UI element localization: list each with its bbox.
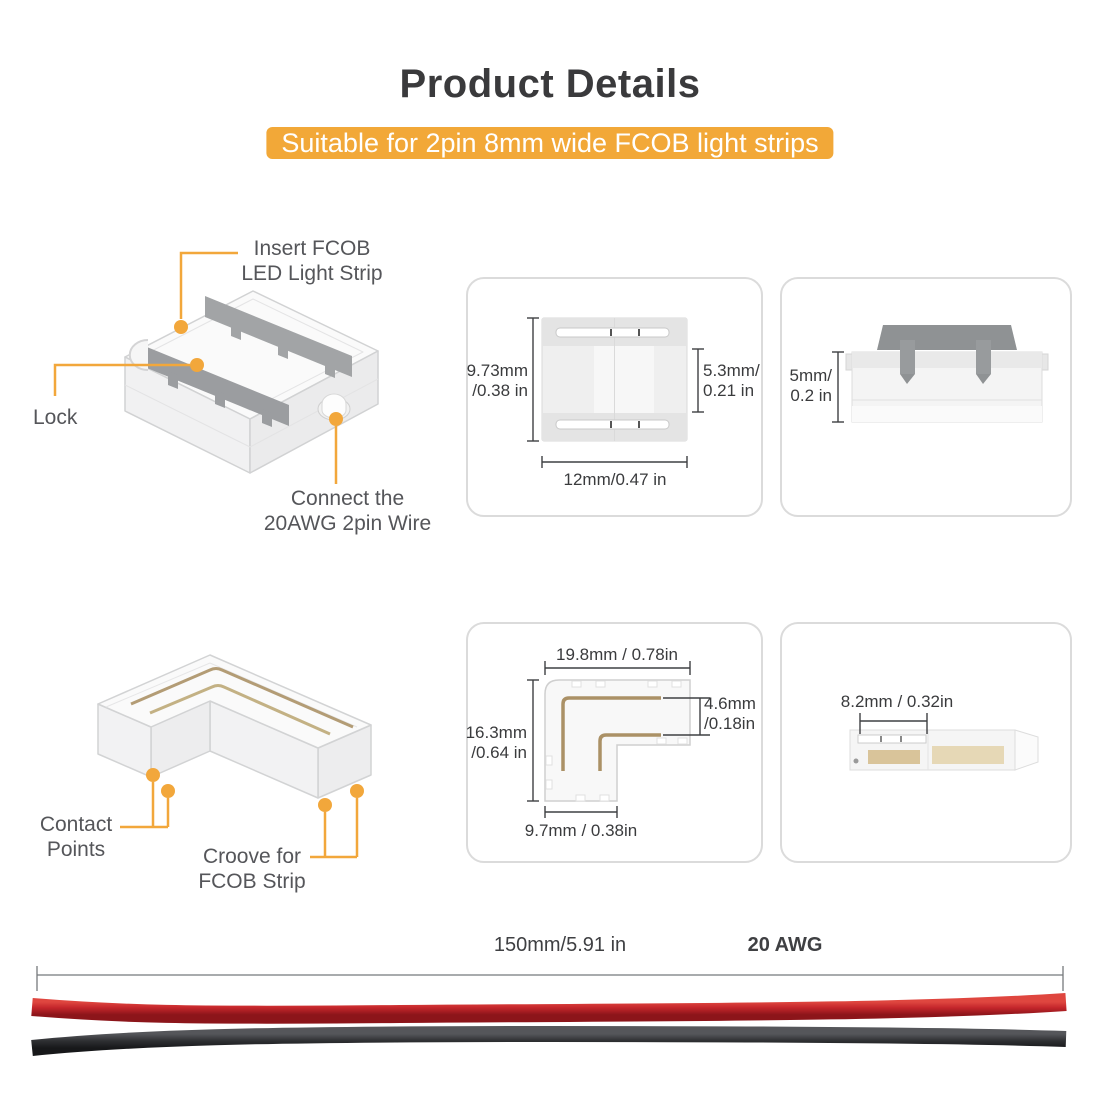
corner-side-width-dimension: 8.2mm / 0.32in [840, 692, 954, 711]
black-wire [31, 1025, 1067, 1056]
strip-top-view-drawing [541, 317, 688, 442]
lock-tab [128, 339, 149, 371]
contact-points-label: Contact Points [39, 813, 113, 861]
wire-length-dimension-line [36, 966, 1064, 991]
metal-clip-side [877, 325, 1017, 384]
corner-side-view-drawing [849, 729, 1039, 771]
strip-height-dimension: 9.73mm /0.38 in [466, 361, 528, 400]
connect-wire-label: Connect the 20AWG 2pin Wire [263, 487, 432, 535]
corner-gap-dimension: 4.6mm /0.18in [704, 694, 756, 733]
wire-length-label: 150mm/5.91 in [493, 934, 627, 956]
suitability-banner: Suitable for 2pin 8mm wide FCOB light st… [266, 127, 834, 159]
corner-bottom-width-dimension: 9.7mm / 0.38in [524, 821, 638, 840]
wire-gauge-label: 20 AWG [747, 934, 823, 956]
groove-point-dot-2 [350, 784, 364, 798]
metal-clip-back [205, 296, 352, 378]
contact-point-dot-2 [161, 784, 175, 798]
corner-top-width-dimension: 19.8mm / 0.78in [556, 645, 678, 664]
corner-connector-callouts [120, 782, 359, 859]
lock-label: Lock [33, 406, 78, 429]
strip-side-view-drawing [845, 325, 1049, 423]
corner-side-view-dimension-lines [859, 713, 928, 734]
red-wire [31, 993, 1067, 1024]
strip-slot-dimension: 5.3mm/ 0.21 in [703, 361, 760, 400]
corner-top-view-drawing [544, 679, 691, 802]
wire-socket [317, 393, 351, 421]
corner-top-view-dimension-lines [527, 661, 710, 818]
groove-point-dot-1 [318, 798, 332, 812]
strip-connector-illustration [124, 290, 379, 474]
contact-strip-outer-top [561, 696, 661, 771]
groove-label: Croove for FCOB Strip [198, 845, 306, 893]
strip-top-view-dimension-lines [527, 317, 704, 468]
strip-connector-callouts [53, 251, 338, 484]
strip-thickness-dimension: 5mm/ 0.2 in [789, 366, 833, 405]
insert-strip-label: Insert FCOB LED Light Strip [241, 237, 383, 285]
contact-point-dot-1 [146, 768, 160, 782]
contact-strip-inner-top [598, 733, 661, 771]
insert-point-dot [174, 320, 188, 334]
corner-connector-illustration [97, 654, 372, 799]
connect-point-dot [329, 412, 343, 426]
corner-height-dimension: 16.3mm /0.64 in [465, 723, 527, 762]
contact-strip-inner [149, 684, 331, 736]
strip-width-dimension: 12mm/0.47 in [563, 470, 667, 489]
strip-side-view-dimension-lines [832, 351, 844, 423]
contact-strip-outer [130, 667, 354, 729]
page-title: Product Details [399, 62, 701, 106]
corner-connector-callout-dots [146, 768, 364, 812]
lock-point-dot [190, 358, 204, 372]
wire-illustration [31, 993, 1067, 1056]
strip-connector-callout-dots [174, 320, 343, 426]
